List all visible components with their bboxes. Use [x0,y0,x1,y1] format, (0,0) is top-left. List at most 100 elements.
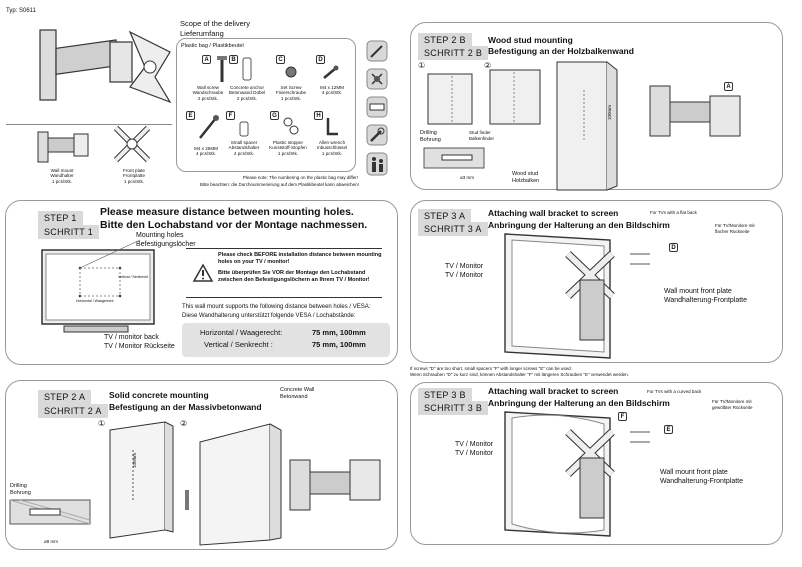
drill-depth-drawing [9,499,91,525]
part-g-badge: G [270,111,279,120]
step2a-measure: 100mm [132,452,138,468]
step2a-num-1: ① [98,419,106,428]
concrete-wall-de: Betonwand [280,394,308,400]
curved-tv-drawing [504,411,650,537]
step2a-drill-de: Bohrung [10,490,31,496]
bag-note-de: Bitte beachten: die Durchnummerierung au… [200,182,359,187]
step3b-note-en: For TVs with a curved back [647,389,702,394]
type-code: Typ: S0611 [6,8,36,14]
spirit-level-icon [366,96,388,118]
horizontal-small-label: Horizontal / Waagerecht [76,299,114,303]
allen-wrench-icon [326,118,338,136]
mounting-holes-en: Mounting holes [136,232,184,239]
step2b-title-en: Wood stud mounting [488,35,573,45]
step2b-drill-de: Bohrung [420,137,441,143]
step2a-num-2: ② [180,419,188,428]
vesa-horizontal-label: Horizontal / Waagerecht: [200,328,283,337]
step3b-label-en: STEP 3 B [418,388,472,402]
step3a-note-de1: Für TV/Monitore mit [715,223,755,228]
part-e-badge: E [186,111,195,120]
stud-finder-de: Balkenfinder [469,136,495,141]
step2a-title-en: Solid concrete mounting [109,390,209,400]
screwdriver-icon [366,40,388,62]
step2a-label-de: SCHRITT 2 A [38,404,108,418]
scope-title-en: Scope of the delivery [180,19,251,28]
flat-tv-drawing [504,233,650,359]
vesa-text-en: This wall mount supports the following d… [182,304,371,310]
vesa-vertical-value: 75 mm, 100mm [312,340,366,349]
step3b-part-e: E [664,425,673,434]
part-c-badge: C [276,55,285,64]
step2b-drill-en: Drilling [420,130,437,136]
vesa-box [182,323,390,357]
step3b-title-en: Attaching wall bracket to screen [488,386,619,396]
m4-25-screw-icon [199,115,219,139]
wood-stud-drawing [427,61,741,191]
step1-title-de: Bitte den Lochabstand vor der Montage na… [100,219,368,231]
step3b-label-de: SCHRITT 3 B [418,401,489,415]
scope-title-de: Lieferumfang [180,29,224,38]
part-h-badge: H [314,111,323,120]
concrete-wall-drawing [109,421,381,546]
wood-stud-en: Wood stud [512,171,539,177]
step2a-label-en: STEP 2 A [38,390,92,404]
screw-note-de: Wenn Schrauben "D" zu kurz sind, können … [410,372,629,377]
front-plate-thumb [113,125,151,163]
vesa-text-de: Diese Wandhalterung unterstützt folgende… [182,313,356,319]
step3a-tv-2: TV / Monitor [445,272,484,279]
part-b-badge: B [229,55,238,64]
stopper-icon [283,117,299,135]
step3a-title-en: Attaching wall bracket to screen [488,208,619,218]
step1-label-de: SCHRITT 1 [38,225,100,239]
bag-note-en: Please note: The numbering on the plasti… [242,175,358,180]
stud-finder-en: Stud finder [469,130,491,135]
wall-mount-thumb [37,131,89,163]
step3b-title-de: Anbringung der Halterung an den Bildschi… [488,398,670,408]
vertical-small-label: Vertical / Senkrecht [118,275,149,279]
step2b-num-2: ② [484,61,492,70]
anchor-icon [242,57,252,81]
step1-label-en: STEP 1 [38,211,83,225]
wood-stud-de: Holzbalken [512,178,540,184]
step2a-title-de: Befestigung an der Massivbetonwand [109,402,262,412]
step2b-label-en: STEP 2 B [418,33,472,47]
vesa-vertical-label: Vertical / Senkrecht : [204,340,273,349]
tv-back-de: TV / Monitor Rückseite [104,343,175,350]
step3b-note-de1: Für TV/Monitore mit [712,399,752,404]
step2b-title-de: Befestigung an der Holzbalkenwand [488,46,634,56]
step3b-part-f: F [618,412,627,421]
two-person-icon [366,152,388,176]
step3a-note-en: For TVs with a flat back [650,210,697,215]
step3a-plate-en: Wall mount front plate [664,288,732,295]
step3b-plate-de: Wandhalterung-Frontplatte [660,478,744,485]
step3a-label-de: SCHRITT 3 A [418,222,488,236]
step3a-label-en: STEP 3 A [418,209,472,223]
step3a-title-de: Anbringung der Halterung an den Bildschi… [488,220,670,230]
wood-drill-depth-drawing [423,147,485,169]
vesa-horizontal-value: 75 mm, 100mm [312,328,366,337]
concrete-wall-en: Concrete Wall [280,387,315,393]
warning-text-en: Please check BEFORE installation distanc… [218,252,382,265]
part-f-badge: F [226,111,235,120]
set-screw-icon [285,66,297,78]
step2b-num-1: ① [418,61,426,70]
mounting-holes-de: Befestigungslöcher [136,241,196,248]
plastic-bag-label: Plastic bag / Plastikbeutel [181,43,244,49]
step3b-note-de2: gewölbter Rückseite [712,405,753,410]
part-d-badge: D [316,55,325,64]
spacer-icon [239,121,249,137]
step2b-label-de: SCHRITT 2 B [418,46,489,60]
tv-back-drawing [41,239,155,333]
step3a-tv-1: TV / Monitor [445,263,484,270]
tools-column [366,40,390,180]
step3b-tv-1: TV / Monitor [455,441,494,448]
